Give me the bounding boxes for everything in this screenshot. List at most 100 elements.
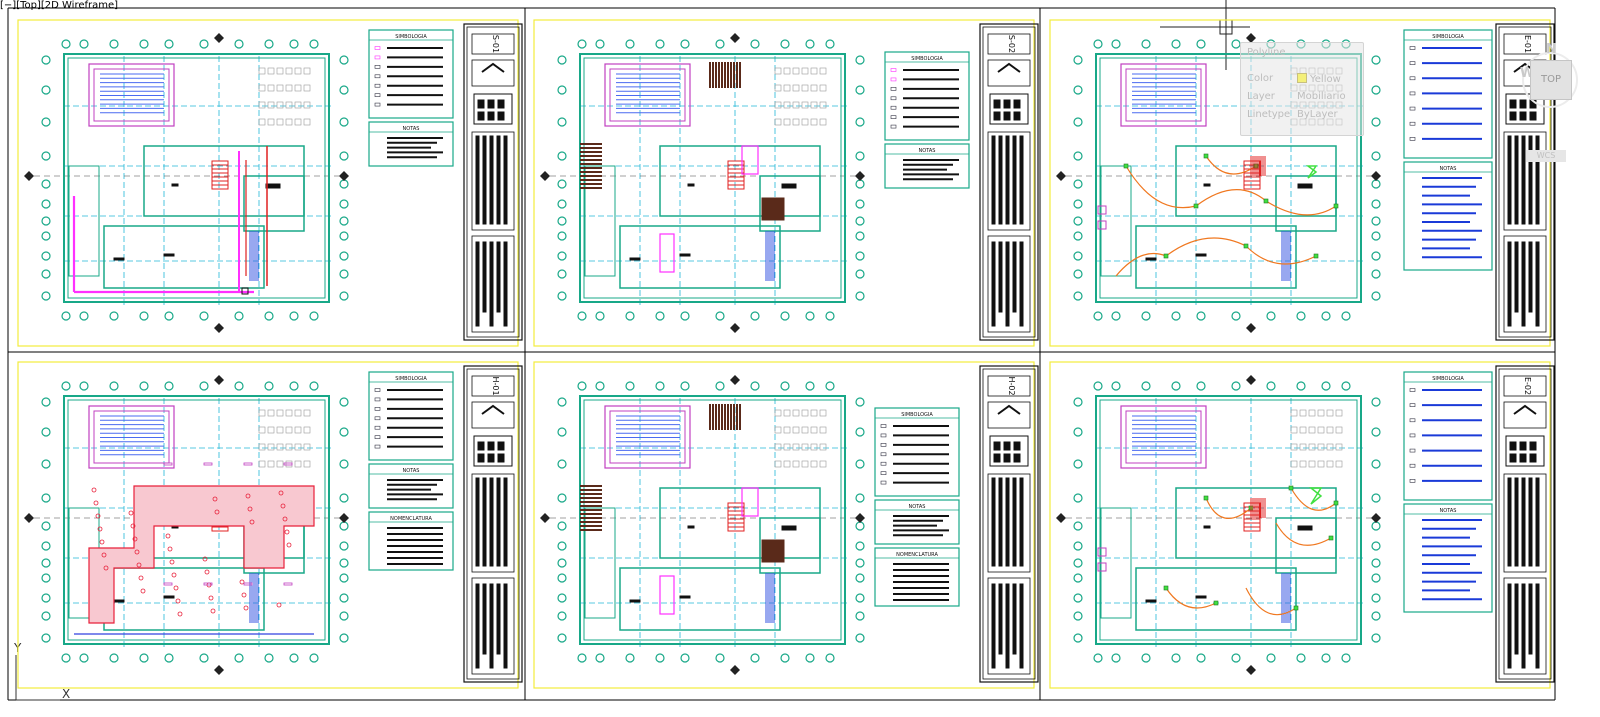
title-block <box>979 365 1039 683</box>
grid-bubble <box>339 85 349 95</box>
grid-bubble <box>61 381 71 391</box>
room-label <box>171 183 179 187</box>
parking-stall <box>792 101 800 109</box>
north-arrow-box <box>471 401 515 429</box>
parking-stall <box>810 67 818 75</box>
title-block-inner <box>982 368 1036 680</box>
viewcube-compass-ring[interactable] <box>1522 52 1578 108</box>
parking-stall <box>819 67 827 75</box>
viewport-label[interactable]: [−][Top][2D Wireframe] <box>0 0 119 11</box>
grid-bubble <box>750 381 760 391</box>
grid-bubble <box>855 216 865 226</box>
section-marker <box>214 665 224 675</box>
parking-stall <box>276 67 284 75</box>
title-text-bar <box>1507 583 1512 669</box>
grid-bubble <box>339 593 349 603</box>
parking-stall <box>774 101 782 109</box>
parking-stall <box>1317 426 1325 434</box>
title-block-logo-box <box>1503 375 1547 397</box>
firm-logo-mark <box>993 99 1001 109</box>
legend-symbol <box>1409 448 1416 453</box>
parking-stall <box>783 443 791 451</box>
firm-logo-mark <box>993 111 1001 121</box>
grid-bubble <box>339 633 349 643</box>
electrical-circuit <box>1195 189 1267 207</box>
title-text-bar <box>1019 477 1024 567</box>
firm-logo-mark <box>993 441 1001 451</box>
light-fixture <box>1193 203 1199 209</box>
grid-bubble <box>1073 216 1083 226</box>
grid-bubble <box>557 521 567 531</box>
panel-box <box>1097 547 1107 557</box>
grid-bubble <box>625 311 635 321</box>
grid-bubble <box>1141 381 1151 391</box>
hatch-stone <box>93 500 99 506</box>
section-marker <box>1056 171 1066 181</box>
grid-bubble <box>61 39 71 49</box>
grid-bubble <box>1093 653 1103 663</box>
grid-bubble <box>855 611 865 621</box>
room-label <box>163 595 175 599</box>
parking-stall <box>810 426 818 434</box>
grid-bubble <box>1321 311 1331 321</box>
grid-bubble <box>1073 55 1083 65</box>
grid-bubble <box>557 151 567 161</box>
parking-stall <box>267 409 275 417</box>
title-text-bar <box>1535 135 1540 225</box>
light-fixture <box>1203 495 1209 501</box>
light-fixture <box>1163 585 1169 591</box>
room-label <box>1145 257 1157 261</box>
viewcube[interactable]: N W TOP <box>1520 42 1578 116</box>
section-marker <box>1056 513 1066 523</box>
parking-stall <box>267 67 275 75</box>
parking-stall <box>294 443 302 451</box>
room-label <box>1297 183 1313 189</box>
grid-bubble <box>855 541 865 551</box>
plan-inner-wall <box>67 57 326 299</box>
legend-symbol <box>1409 106 1416 111</box>
grid-bubble <box>1073 269 1083 279</box>
room-label <box>629 599 641 603</box>
grid-bubble <box>750 653 760 663</box>
grid-bubble <box>164 311 174 321</box>
wcs-menu-button[interactable]: WCS <box>1526 150 1566 162</box>
electrical-circuit <box>1290 487 1337 511</box>
viewcube-top-face[interactable]: TOP <box>1530 60 1572 100</box>
parking-stall <box>774 67 782 75</box>
tooltip-key: Layer <box>1247 91 1275 102</box>
pool-outline <box>604 63 691 127</box>
section-marker <box>1371 513 1381 523</box>
grid-bubble <box>1371 427 1381 437</box>
legend-symbol <box>880 443 887 447</box>
grid-bubble <box>780 653 790 663</box>
parking-stall <box>810 118 818 126</box>
grid-bubble <box>1371 541 1381 551</box>
grid-bubble <box>1111 311 1121 321</box>
title-text-bar <box>1528 241 1533 313</box>
firm-logo-mark <box>993 453 1001 463</box>
title-text-bar <box>489 477 494 567</box>
grid-bubble <box>309 39 319 49</box>
hatch-stone <box>134 549 140 555</box>
parking-stall <box>801 84 809 92</box>
tooltip-key: Color <box>1247 73 1274 84</box>
title-block-inner <box>466 26 520 338</box>
room-label <box>1195 595 1207 599</box>
firm-logo-mark <box>487 111 495 121</box>
grid-bubble <box>1371 269 1381 279</box>
legend-panel <box>884 51 970 141</box>
grid-bubble <box>309 653 319 663</box>
grid-bubble <box>1266 381 1276 391</box>
grid-bubble <box>1371 85 1381 95</box>
viewcube-north-label[interactable]: N <box>1546 42 1557 57</box>
section-marker <box>730 33 740 43</box>
room-wall <box>1135 567 1297 631</box>
notes-panel <box>1403 161 1493 271</box>
light-fixture <box>1333 500 1339 506</box>
grid-bubble <box>1371 231 1381 241</box>
parking-stall <box>258 67 266 75</box>
parking-stall <box>267 118 275 126</box>
parking-stall <box>810 460 818 468</box>
section-marker <box>855 171 865 181</box>
